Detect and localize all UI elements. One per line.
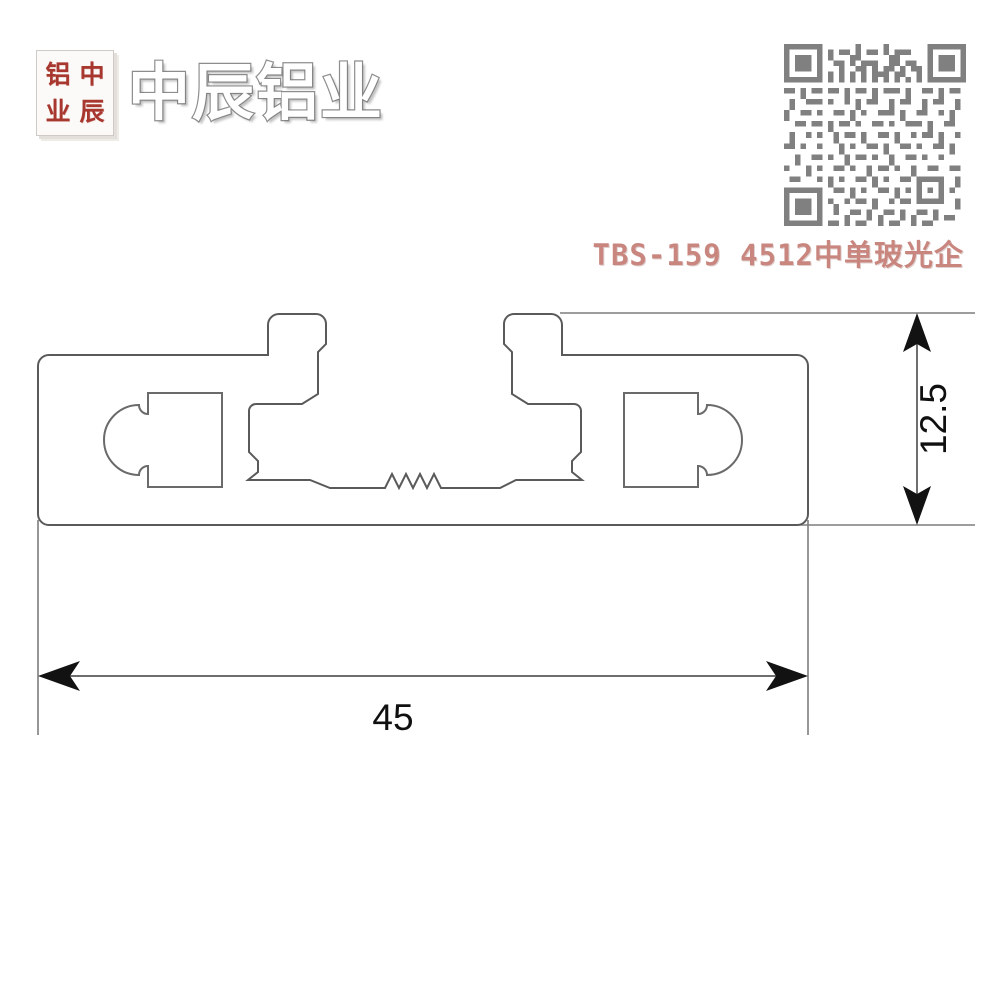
company-name: 中辰铝业 (127, 56, 385, 129)
left-screw-boss-cavity (103, 392, 223, 488)
company-seal-stamp: 铝 中 业 辰 (36, 50, 114, 136)
dimension-width-arrow-left (38, 661, 80, 691)
dimension-height-arrow-top (903, 313, 931, 352)
dimension-width-arrow-right (766, 661, 808, 691)
brand-header: 铝 中 业 辰 中辰铝业 (36, 50, 384, 136)
qr-code-icon (784, 44, 966, 226)
seal-char-4: 辰 (79, 97, 105, 126)
seal-char-3: 业 (45, 97, 71, 126)
right-screw-boss-cavity (623, 392, 743, 488)
seal-char-1: 铝 (45, 60, 71, 89)
dimension-height-arrow-bottom (903, 486, 931, 525)
dimension-height: 12.5 (903, 313, 954, 525)
drawing-title: TBS-159 4512中单玻光企 (592, 238, 964, 272)
dimension-width: 45 (38, 661, 808, 738)
dimension-height-label: 12.5 (913, 383, 954, 455)
dimension-width-label: 45 (372, 697, 413, 738)
seal-char-2: 中 (79, 60, 105, 89)
profile-outer-body (37, 313, 809, 526)
